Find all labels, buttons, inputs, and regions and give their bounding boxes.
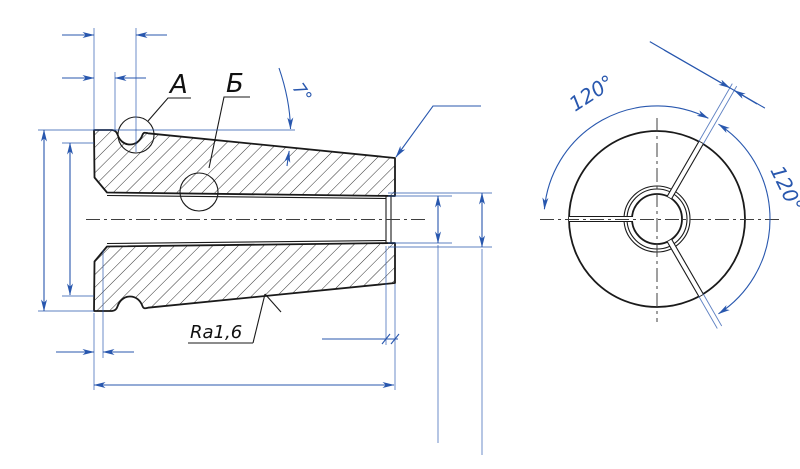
slot-upper-right [666,83,738,199]
slot-lower-right [666,239,723,329]
taper-angle-arc [284,150,291,167]
upper-section-block [93,129,396,197]
side-section-view: А Б Ra1,6 [38,28,492,455]
detail-b-label: Б [226,69,244,99]
oblique-tick [381,333,391,345]
end-view: 120° 120° [540,41,800,329]
oblique-tick [390,333,400,345]
detail-b-circle [179,172,219,212]
taper-angle-label: 7° [288,79,315,106]
slot-width-arrow [663,49,731,89]
angle-120-left-arc [542,105,709,210]
angle-120-right-arc [718,123,771,315]
angle-120-left-label: 120° [565,70,618,116]
surface-roughness-label: Ra1,6 [190,322,242,343]
roughness-tick [264,293,282,313]
angle-120-right-label: 120° [766,162,800,216]
bore-slit-line-bottom [106,239,387,245]
bore-slit-line-top [106,194,387,200]
slot-width-arrow [733,89,758,105]
detail-a-leader [147,97,191,122]
corner-leader [395,105,481,158]
roughness-leader [252,293,266,344]
detail-a-label: А [168,70,188,100]
taper-angle-arc [278,67,294,130]
detail-b-leader [208,96,250,169]
lower-section-block [93,242,396,312]
